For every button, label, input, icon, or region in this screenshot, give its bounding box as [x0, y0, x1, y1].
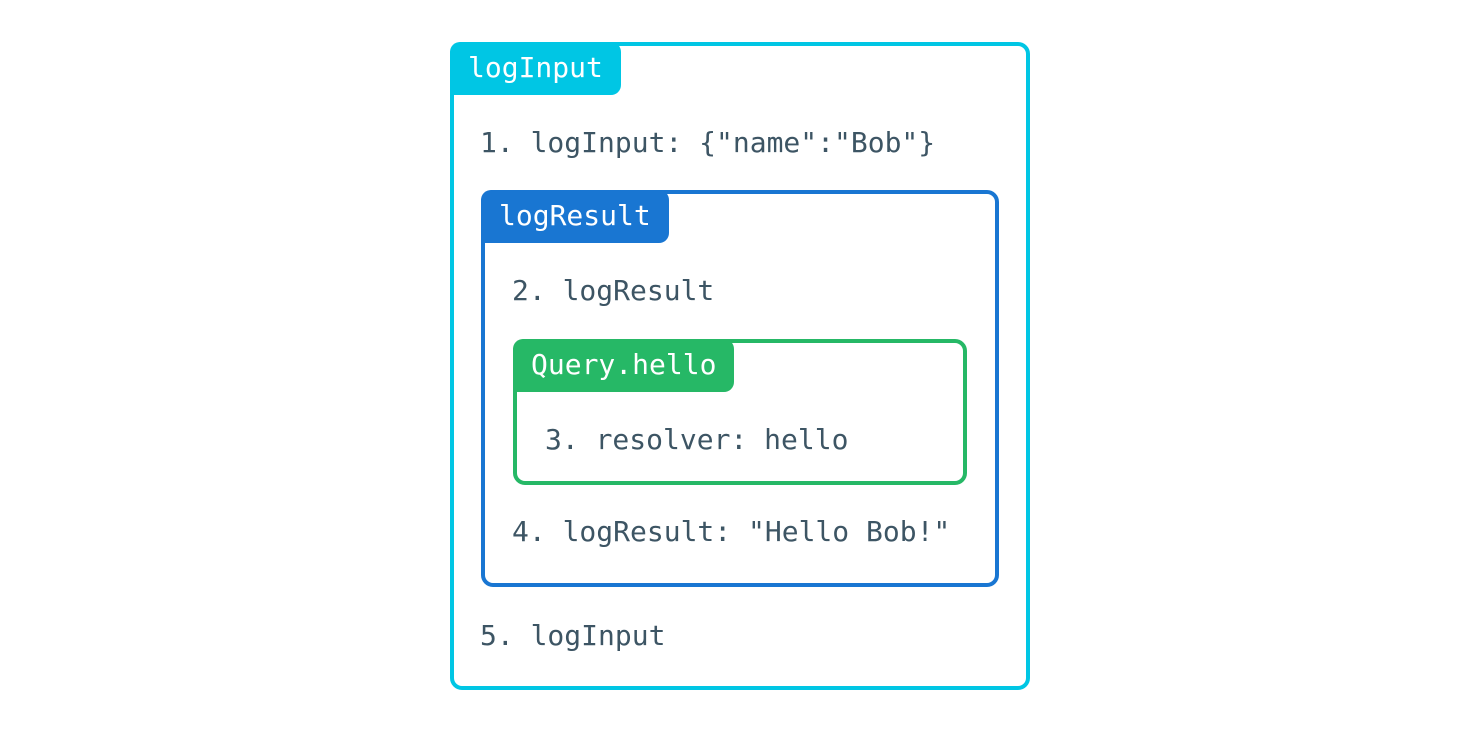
logresult-badge: logResult	[481, 190, 669, 243]
step-1-loginput-before: 1. logInput: {"name":"Bob"}	[480, 126, 936, 159]
loginput-badge: logInput	[450, 42, 621, 95]
resolver-box: Query.hello 3. resolver: hello	[513, 339, 967, 485]
logresult-box: logResult 2. logResult Query.hello 3. re…	[481, 190, 999, 587]
step-2-logresult-before: 2. logResult	[512, 274, 715, 307]
loginput-box: logInput 1. logInput: {"name":"Bob"} log…	[450, 42, 1030, 690]
step-4-logresult-after: 4. logResult: "Hello Bob!"	[512, 515, 951, 548]
resolver-badge: Query.hello	[513, 339, 735, 392]
step-3-resolver: 3. resolver: hello	[545, 423, 849, 456]
step-5-loginput-after: 5. logInput	[480, 619, 666, 652]
